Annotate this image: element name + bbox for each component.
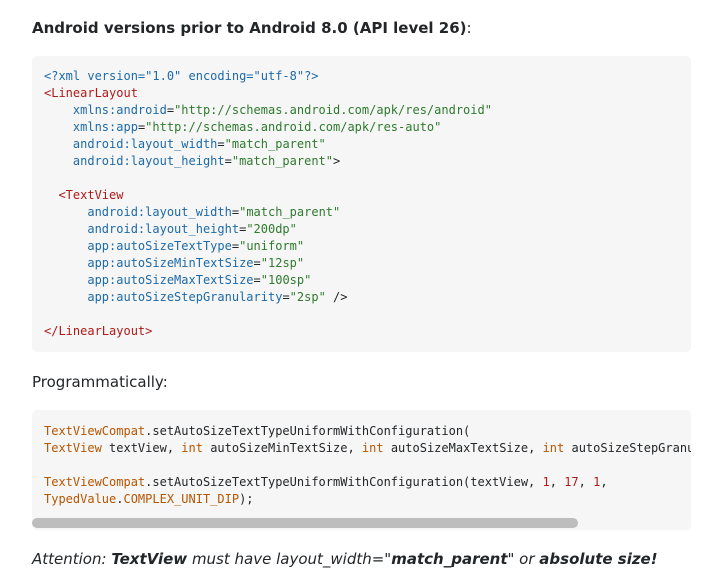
- separator: ,: [549, 475, 565, 489]
- attention-textview: TextView: [111, 550, 188, 568]
- code-line: android:layout_width="match_parent": [87, 205, 341, 219]
- xml-attribute: android:layout_width: [72, 137, 218, 151]
- code-line: app:autoSizeTextType="uniform": [87, 239, 305, 253]
- separator: ,: [578, 475, 594, 489]
- xml-value: "match_parent": [239, 205, 341, 219]
- separator: ,: [600, 475, 608, 489]
- xml-tag-close: >: [333, 154, 341, 168]
- code-line: TextViewCompat.setAutoSizeTextTypeUnifor…: [44, 474, 679, 491]
- keyword-int: int: [542, 441, 565, 455]
- blank-line: [44, 306, 679, 323]
- horizontal-scrollbar-thumb[interactable]: [32, 518, 578, 528]
- xml-value: "http://schemas.android.com/apk/res-auto…: [145, 120, 442, 134]
- number-literal: 1: [593, 475, 601, 489]
- attention-prefix: Attention:: [32, 550, 112, 568]
- code-line: android:layout_height="match_parent">: [72, 154, 341, 168]
- attention-mid: must have layout_width=": [187, 550, 392, 568]
- param-text: autoSizeMaxTextSize,: [383, 441, 543, 455]
- method-call: .setAutoSizeTextTypeUniformWithConfigura…: [145, 424, 471, 438]
- number-literal: 1: [542, 475, 550, 489]
- code-line: android:layout_height="200dp": [87, 222, 297, 236]
- programmatically-label: Programmatically:: [32, 373, 168, 391]
- code-line: app:autoSizeMinTextSize="12sp": [87, 256, 305, 270]
- method-call: .setAutoSizeTextTypeUniformWithConfigura…: [145, 475, 543, 489]
- code-line: app:autoSizeMaxTextSize="100sp": [87, 273, 312, 287]
- keyword-int: int: [361, 441, 384, 455]
- xml-attribute: android:layout_height: [72, 154, 225, 168]
- code-line: TextViewCompat.setAutoSizeTextTypeUnifor…: [44, 423, 679, 440]
- code-line: <TextView: [44, 187, 679, 204]
- xml-attribute: android:layout_width: [87, 205, 232, 219]
- xml-value: "uniform": [239, 239, 305, 253]
- class-name: TextViewCompat: [44, 475, 146, 489]
- separator: .: [116, 492, 124, 506]
- xml-attribute: xmlns:android: [72, 103, 167, 117]
- code-line: app:autoSizeStepGranularity="2sp" />: [87, 290, 348, 304]
- param-text: textView,: [101, 441, 182, 455]
- attention-absolute: absolute size!: [539, 550, 658, 568]
- attention-note: Attention: TextView must have layout_wid…: [32, 549, 658, 569]
- code-line: android:layout_width="match_parent": [72, 137, 326, 151]
- code-line: xmlns:app="http://schemas.android.com/ap…: [72, 120, 442, 134]
- xml-attribute: app:autoSizeStepGranularity: [87, 290, 283, 304]
- class-name: TextViewCompat: [44, 424, 146, 438]
- xml-attribute: xmlns:app: [72, 120, 138, 134]
- xml-attribute: app:autoSizeTextType: [87, 239, 232, 253]
- code-line: </LinearLayout>: [44, 323, 679, 340]
- xml-value: "2sp": [289, 290, 326, 304]
- xml-value: "100sp": [260, 273, 312, 287]
- xml-attribute: app:autoSizeMinTextSize: [87, 256, 254, 270]
- xml-attribute: android:layout_height: [87, 222, 240, 236]
- xml-declaration: <?xml version="1.0" encoding="utf-8"?>: [44, 69, 319, 83]
- xml-value: "match_parent": [231, 154, 334, 168]
- code-line: <LinearLayout: [44, 85, 679, 102]
- xml-value: "200dp": [246, 222, 297, 236]
- linearlayout-open-tag: <LinearLayout: [44, 86, 138, 100]
- param-text: autoSizeMinTextSize,: [202, 441, 362, 455]
- class-name: TypedValue: [44, 492, 117, 506]
- number-literal: 17: [564, 475, 579, 489]
- heading-colon: :: [466, 19, 472, 37]
- param-text: autoSizeStepGranul: [564, 441, 691, 455]
- class-name: TextView: [44, 441, 102, 455]
- linearlayout-close-tag: </LinearLayout>: [44, 324, 153, 338]
- java-code-block[interactable]: TextViewCompat.setAutoSizeTextTypeUnifor…: [32, 410, 691, 530]
- code-line: TextView textView, int autoSizeMinTextSi…: [44, 440, 691, 457]
- statement-end: );: [239, 492, 254, 506]
- constant: COMPLEX_UNIT_DIP: [123, 492, 240, 506]
- attention-match-parent: match_parent: [391, 550, 508, 568]
- xml-self-close: />: [325, 290, 348, 304]
- textview-open-tag: <TextView: [58, 188, 124, 202]
- code-line: xmlns:android="http://schemas.android.co…: [72, 103, 492, 117]
- code-line: <?xml version="1.0" encoding="utf-8"?>: [44, 68, 679, 85]
- xml-value: "match_parent": [224, 137, 326, 151]
- xml-value: "12sp": [260, 256, 305, 270]
- blank-line: [44, 170, 679, 187]
- attention-after: " or: [507, 550, 540, 568]
- blank-line: [44, 457, 679, 474]
- xml-attribute: app:autoSizeMaxTextSize: [87, 273, 254, 287]
- heading-text: Android versions prior to Android 8.0 (A…: [32, 19, 467, 37]
- code-line: TypedValue.COMPLEX_UNIT_DIP);: [44, 491, 679, 508]
- xml-code-block[interactable]: <?xml version="1.0" encoding="utf-8"?> <L…: [32, 56, 691, 352]
- xml-value: "http://schemas.android.com/apk/res/andr…: [174, 103, 492, 117]
- keyword-int: int: [181, 441, 203, 455]
- section-heading: Android versions prior to Android 8.0 (A…: [32, 18, 472, 38]
